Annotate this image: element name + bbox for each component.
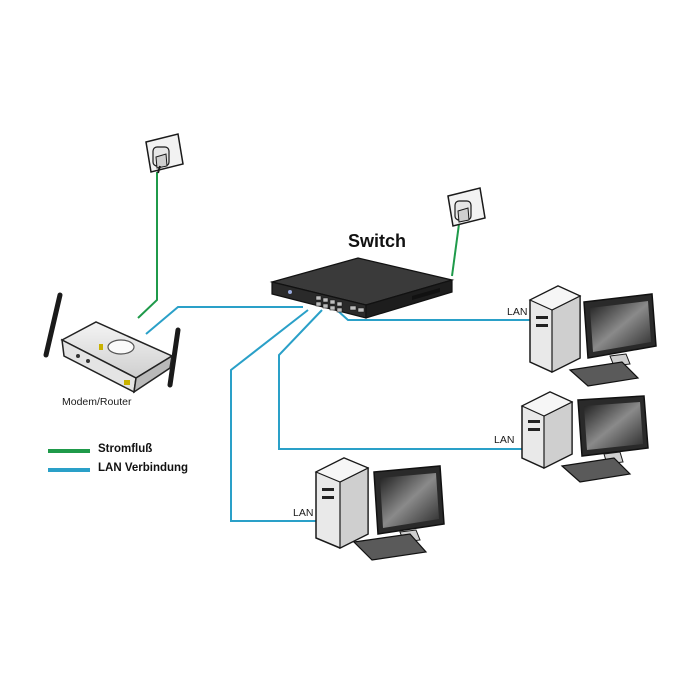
pc1-lan-cable	[337, 310, 540, 321]
network-switch	[269, 257, 455, 319]
pc3-lan-cable	[230, 309, 330, 522]
legend-label-lan: LAN Verbindung	[98, 462, 189, 474]
pc1-lan-label: LAN	[507, 306, 528, 318]
pc-3	[314, 457, 445, 561]
legend-swatch-power	[48, 449, 90, 453]
lan-cables	[145, 306, 540, 522]
wall-socket-switch	[447, 187, 486, 227]
wall-socket-router	[145, 133, 184, 174]
router-label: Modem/Router	[62, 396, 132, 408]
pc-1	[528, 285, 657, 387]
legend-label-power: Stromfluß	[98, 443, 153, 455]
power-cables	[137, 172, 460, 319]
router-lan-cable	[145, 306, 303, 335]
switch-label: Switch	[348, 231, 407, 251]
switch-ports	[315, 295, 365, 313]
switch-power-cable	[451, 223, 460, 277]
legend-swatch-lan	[48, 468, 90, 472]
router-power-cable	[137, 172, 158, 319]
pc2-lan-label: LAN	[494, 434, 515, 446]
pc3-lan-label: LAN	[293, 507, 314, 519]
pc2-lan-cable	[278, 309, 528, 450]
pc-2	[520, 391, 649, 483]
modem-router	[43, 292, 181, 394]
